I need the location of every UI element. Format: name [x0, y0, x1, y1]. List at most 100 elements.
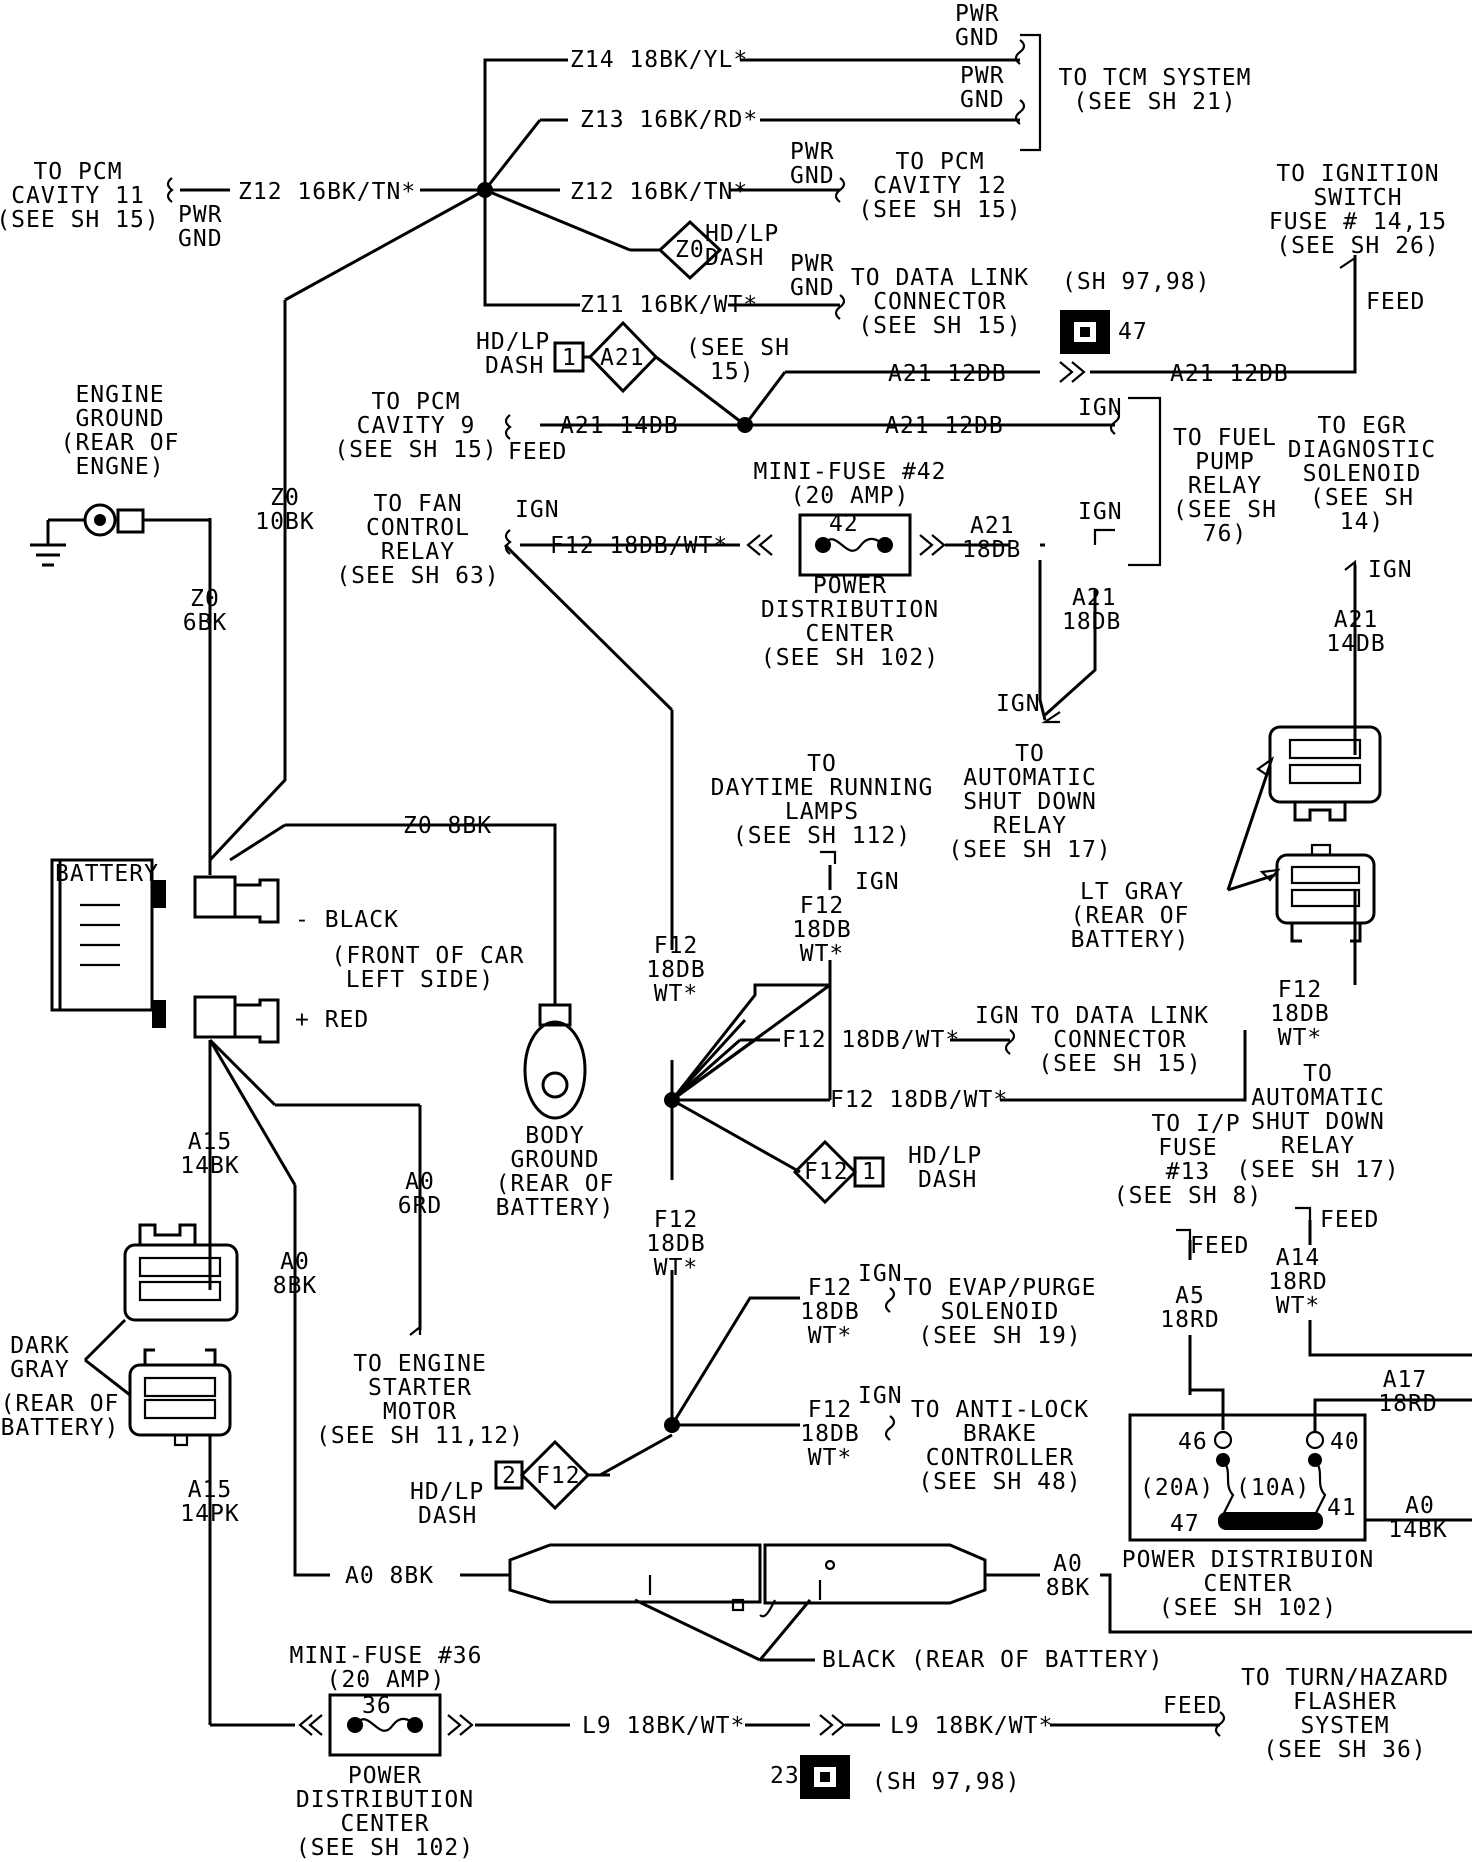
a15-14bk-label: A15	[187, 1129, 233, 1155]
z12-right-label: Z12 16BK/TN*	[570, 179, 749, 205]
gnd-label: GND	[178, 226, 223, 252]
a21-12db-label: A21 12DB	[888, 361, 1007, 387]
hdlp-label: HD/LP	[476, 329, 551, 355]
hdlp-label-2: DASH	[918, 1167, 978, 1193]
body-ground-label-4: BATTERY)	[495, 1195, 615, 1221]
f12-label-2: 18DB	[646, 1231, 706, 1257]
pcm12-label-3: (SEE SH 15)	[858, 197, 1022, 223]
a21-18db-label-2: 18DB	[962, 537, 1022, 563]
pwr-label: PWR	[790, 139, 835, 165]
a21-wire-group	[504, 255, 1357, 567]
feed-label: FEED	[1163, 1693, 1223, 1719]
asd-relay-label-5: (SEE SH 17)	[948, 837, 1112, 863]
ign-label: IGN	[1368, 557, 1413, 583]
gnd-label: GND	[790, 275, 835, 301]
f12-label: F12	[653, 1207, 699, 1233]
pcm12-label-2: CAVITY 12	[873, 173, 1007, 199]
egr-label-5: 14)	[1339, 509, 1385, 535]
pdc3-label-2: DISTRIBUTION	[295, 1787, 475, 1813]
z0-diamond	[657, 219, 723, 281]
dark-gray-label-4: BATTERY)	[0, 1415, 120, 1441]
fuse42-number: 42	[829, 511, 859, 537]
dlc-label-3: (SEE SH 15)	[1038, 1051, 1202, 1077]
egr-label: TO EGR	[1317, 413, 1407, 439]
abs-label-4: (SEE SH 48)	[918, 1469, 1082, 1495]
z0-8bk-label: Z0 8BK	[403, 813, 493, 839]
f12-label: F12	[799, 893, 845, 919]
a21-18db-label-2: 18DB	[1062, 609, 1122, 635]
z0-6bk-label-2: 6BK	[182, 610, 228, 636]
f12-label: F12	[807, 1397, 853, 1423]
asd-relay-label-3: SHUT DOWN	[963, 789, 1097, 815]
dlc-label-2: CONNECTOR	[1053, 1027, 1187, 1053]
drl-label-2: DAYTIME RUNNING	[710, 775, 934, 801]
a0-6rd-label-2: 6RD	[397, 1193, 443, 1219]
pdc2-label: POWER DISTRIBUION	[1121, 1547, 1375, 1573]
pdc2-label-3: (SEE SH 102)	[1158, 1595, 1338, 1621]
pdc-cavity-47: 47	[1170, 1511, 1200, 1537]
f12-wire-label: F12 18DB/WT*	[830, 1087, 1009, 1113]
a17-label-2: 18RD	[1378, 1391, 1438, 1417]
tcm-label: TO TCM SYSTEM	[1058, 65, 1252, 91]
engine-ground-label-4: ENGNE)	[75, 454, 165, 480]
abs-label-2: BRAKE	[962, 1421, 1038, 1447]
asd-relay-label: TO	[1015, 741, 1045, 767]
dlc-label-2: CONNECTOR	[873, 289, 1007, 315]
box-2-label: 2	[502, 1463, 517, 1489]
ign-switch-label-4: (SEE SH 26)	[1276, 233, 1440, 259]
lt-gray-label-3: BATTERY)	[1070, 927, 1190, 953]
egr-label-4: (SEE SH	[1310, 485, 1414, 511]
z13-wire-label: Z13 16BK/RD*	[580, 107, 759, 133]
lt-gray-label-2: (REAR OF	[1070, 903, 1190, 929]
hdlp-label-2: DASH	[418, 1503, 478, 1529]
ign-label: IGN	[858, 1261, 903, 1287]
pdc2-group	[1128, 1206, 1472, 1542]
pcm9-label: TO PCM	[371, 389, 461, 415]
drl-label: TO	[807, 751, 837, 777]
evap-label-2: SOLENOID	[940, 1299, 1060, 1325]
hdlp-label: HD/LP	[908, 1143, 983, 1169]
a0-8bk-label: A0	[1053, 1551, 1083, 1577]
body-ground-group	[523, 995, 587, 1120]
a0-8bk-label: A0	[280, 1249, 310, 1275]
f12-label-3: WT*	[799, 941, 845, 967]
evap-label: TO EVAP/PURGE	[903, 1275, 1097, 1301]
a21-14db-label: A21 14DB	[560, 413, 679, 439]
a0-8bk-label-2: 8BK	[272, 1273, 318, 1299]
pdc-fuse-10a: (10A)	[1236, 1475, 1311, 1501]
body-ground-label-2: GROUND	[510, 1147, 600, 1173]
see-sh-label-2: 15)	[710, 359, 755, 385]
body-ground-label: BODY	[525, 1123, 585, 1149]
starter-label-4: (SEE SH 11,12)	[316, 1423, 524, 1449]
fuel-pump-label-4: (SEE SH	[1173, 497, 1277, 523]
a0-8bk-wire-label: A0 8BK	[345, 1563, 435, 1589]
a5-label: A5	[1175, 1283, 1205, 1309]
hdlp-label: HD/LP	[705, 221, 780, 247]
a17-label: A17	[1382, 1367, 1428, 1393]
a14-label-2: 18RD	[1268, 1269, 1328, 1295]
pwr-label: PWR	[790, 251, 835, 277]
f12-label: F12	[1277, 977, 1323, 1003]
f12-label-3: WT*	[807, 1323, 853, 1349]
a21-14db-label-2: 14DB	[1326, 631, 1386, 657]
f12-label-3: WT*	[653, 1255, 699, 1281]
dark-gray-label-2: GRAY	[10, 1357, 70, 1383]
left-side-label: LEFT SIDE)	[345, 967, 495, 993]
pdc-cavity-46: 46	[1178, 1429, 1208, 1455]
black-rear-label: BLACK (REAR OF BATTERY)	[822, 1647, 1164, 1673]
z0-diamond-label: Z0	[675, 237, 705, 263]
ign-label: IGN	[515, 497, 560, 523]
black-terminal-label: - BLACK	[295, 907, 399, 933]
battery-group	[50, 518, 557, 1577]
z12-left-label: Z12 16BK/TN*	[238, 179, 417, 205]
turn-hazard-label-4: (SEE SH 36)	[1263, 1737, 1427, 1763]
asd-relay-label-3: SHUT DOWN	[1251, 1109, 1385, 1135]
f12-wire-label: F12 18DB/WT*	[550, 533, 729, 559]
connectors-right	[1226, 559, 1382, 985]
ip-fuse-label-4: (SEE SH 8)	[1113, 1183, 1263, 1209]
a5-label-2: 18RD	[1160, 1307, 1220, 1333]
lt-gray-label: LT GRAY	[1080, 879, 1184, 905]
connector-47-label: 47	[1118, 319, 1148, 345]
